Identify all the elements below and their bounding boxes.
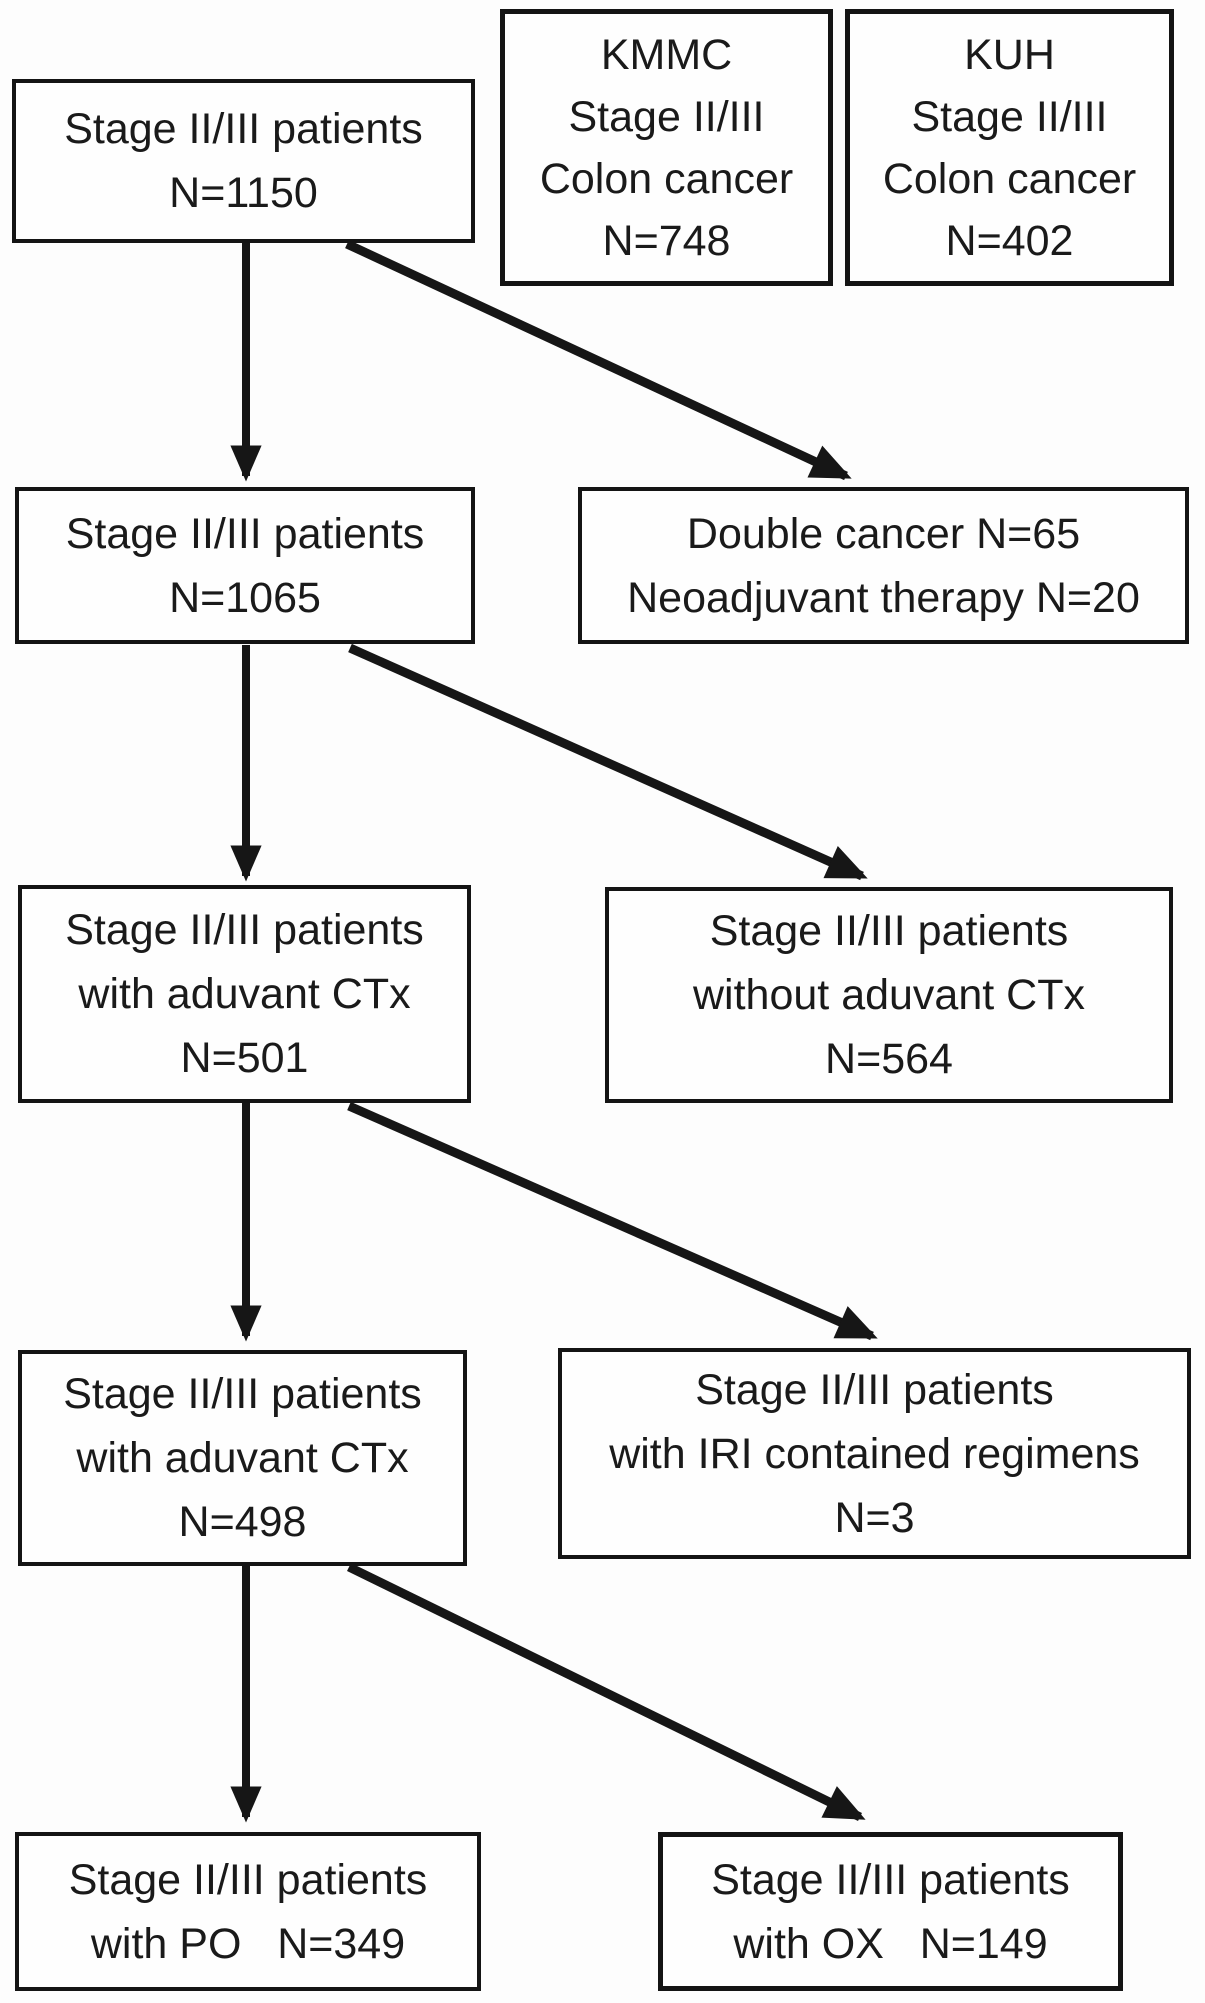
box-text-line: Neoadjuvant therapy N=20	[627, 573, 1140, 622]
flow-box-po-349: Stage II/III patients with PO N=349	[15, 1832, 481, 1991]
flow-box-ox-149: Stage II/III patients with OX N=149	[658, 1832, 1123, 1991]
box-text-line: Stage II/III patients	[68, 1855, 428, 1904]
box-text-line: N=564	[825, 1035, 953, 1083]
box-text-line: with IRI contained regimens	[609, 1429, 1140, 1478]
box-text-line: Stage II/III patients	[65, 906, 424, 954]
box-text-line: Stage II/III patients	[711, 1855, 1070, 1904]
box-text-line: Stage II/III patients	[65, 509, 425, 558]
box-text-line: with aduvant CTx	[76, 1434, 409, 1482]
box-text-line: with PO N=349	[90, 1919, 406, 1968]
box-text-line: N=501	[180, 1034, 309, 1082]
flow-box-iri-regimens-3: Stage II/III patients with IRI contained…	[558, 1348, 1191, 1559]
box-text-line: Colon cancer	[539, 154, 794, 203]
box-text-line: Double cancer N=65	[686, 509, 1081, 558]
arrow-ctx498-to-ox149	[347, 1562, 866, 1822]
flow-box-kuh-402: KUH Stage II/III Colon cancer N=402	[845, 9, 1174, 286]
box-text-line: Stage II/III patients	[64, 105, 423, 153]
box-text-line: Stage II/III	[911, 92, 1108, 141]
box-text-line: N=3	[834, 1493, 915, 1542]
box-text-line: N=748	[602, 216, 731, 265]
box-text-line: with OX N=149	[733, 1919, 1048, 1968]
box-text-line: KMMC	[600, 30, 733, 79]
flow-box-adjuvant-ctx-501: Stage II/III patients with aduvant CTx N…	[18, 885, 471, 1103]
flow-box-adjuvant-ctx-498: Stage II/III patients with aduvant CTx N…	[18, 1350, 467, 1566]
box-text-line: Stage II/III patients	[63, 1370, 422, 1418]
arrow-ctx501-to-iri3	[347, 1101, 878, 1341]
box-text-line: Stage II/III patients	[695, 1365, 1054, 1414]
flow-box-no-adjuvant-ctx-564: Stage II/III patients without aduvant CT…	[605, 887, 1173, 1103]
box-text-line: N=498	[178, 1498, 307, 1546]
box-text-line: Stage II/III patients	[709, 907, 1069, 955]
box-text-line: Stage II/III	[568, 92, 765, 141]
flow-box-stage-1065: Stage II/III patients N=1065	[15, 487, 475, 644]
box-text-line: Colon cancer	[882, 154, 1137, 203]
box-text-line: without aduvant CTx	[693, 971, 1085, 1019]
box-text-line: N=1065	[169, 573, 321, 622]
box-text-line: N=402	[945, 216, 1074, 265]
box-text-line: with aduvant CTx	[78, 970, 411, 1018]
arrow-stage1150-to-excluded	[345, 239, 852, 481]
flow-box-stage-1150: Stage II/III patients N=1150	[12, 79, 475, 243]
flow-box-kmmc-748: KMMC Stage II/III Colon cancer N=748	[500, 9, 833, 286]
box-text-line: KUH	[964, 30, 1055, 79]
arrow-stage1065-to-noctx564	[348, 643, 868, 881]
flow-box-excluded: Double cancer N=65 Neoadjuvant therapy N…	[578, 487, 1189, 644]
box-text-line: N=1150	[169, 169, 318, 217]
